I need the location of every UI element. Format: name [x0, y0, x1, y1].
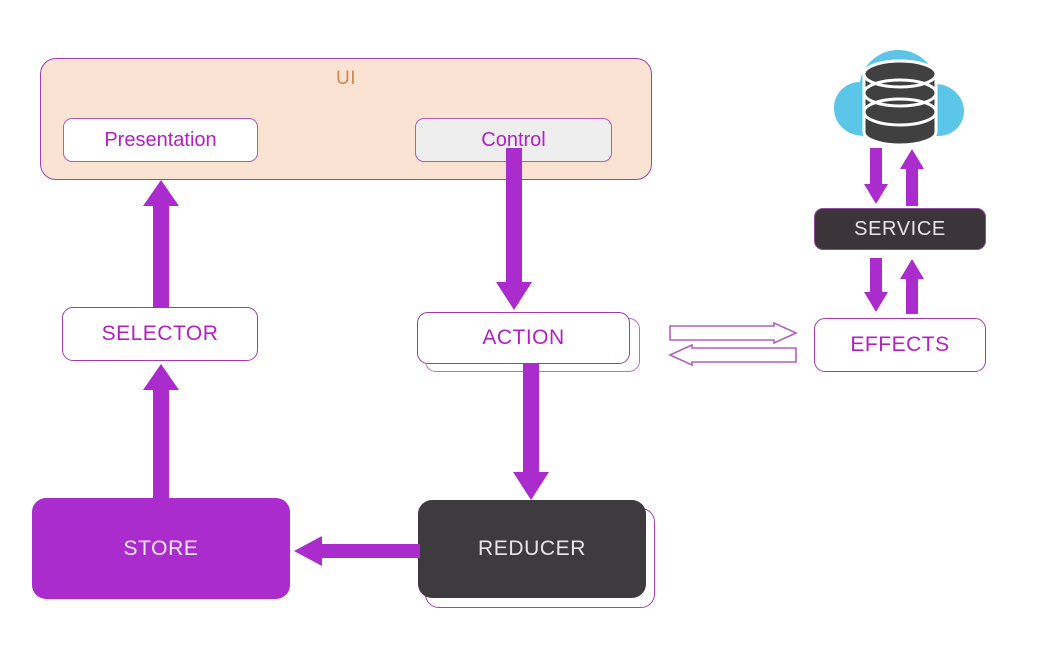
service-label: SERVICE: [854, 217, 946, 240]
store-label: STORE: [123, 536, 199, 560]
cloud-database-icon: [830, 44, 970, 154]
arrow-action-to-effects: [668, 321, 798, 345]
selector-label: SELECTOR: [101, 322, 219, 345]
arrow-action-to-reducer: [511, 364, 551, 502]
arrow-effects-to-service-up: [899, 258, 925, 314]
arrow-selector-to-ui: [141, 178, 181, 308]
reducer-box[interactable]: REDUCER: [418, 500, 646, 598]
control-label: Control: [481, 128, 546, 151]
arrow-control-to-action: [494, 148, 534, 312]
arrow-store-to-selector: [141, 362, 181, 500]
store-box[interactable]: STORE: [32, 498, 290, 599]
effects-box[interactable]: EFFECTS: [814, 318, 986, 372]
arrow-cloud-to-service-up: [899, 148, 925, 206]
arrow-service-to-effects-down: [863, 258, 889, 314]
selector-box[interactable]: SELECTOR: [62, 307, 258, 361]
presentation-box[interactable]: Presentation: [63, 118, 258, 162]
presentation-label: Presentation: [104, 128, 217, 151]
arrow-service-to-cloud-down: [863, 148, 889, 206]
action-label: ACTION: [482, 326, 565, 349]
arrow-effects-to-action: [668, 343, 798, 367]
service-box[interactable]: SERVICE: [814, 208, 986, 250]
ui-panel-title: UI: [336, 68, 356, 89]
effects-label: EFFECTS: [850, 333, 950, 356]
arrow-reducer-to-store: [292, 534, 420, 568]
reducer-label: REDUCER: [477, 537, 587, 560]
action-box[interactable]: ACTION: [417, 312, 630, 364]
